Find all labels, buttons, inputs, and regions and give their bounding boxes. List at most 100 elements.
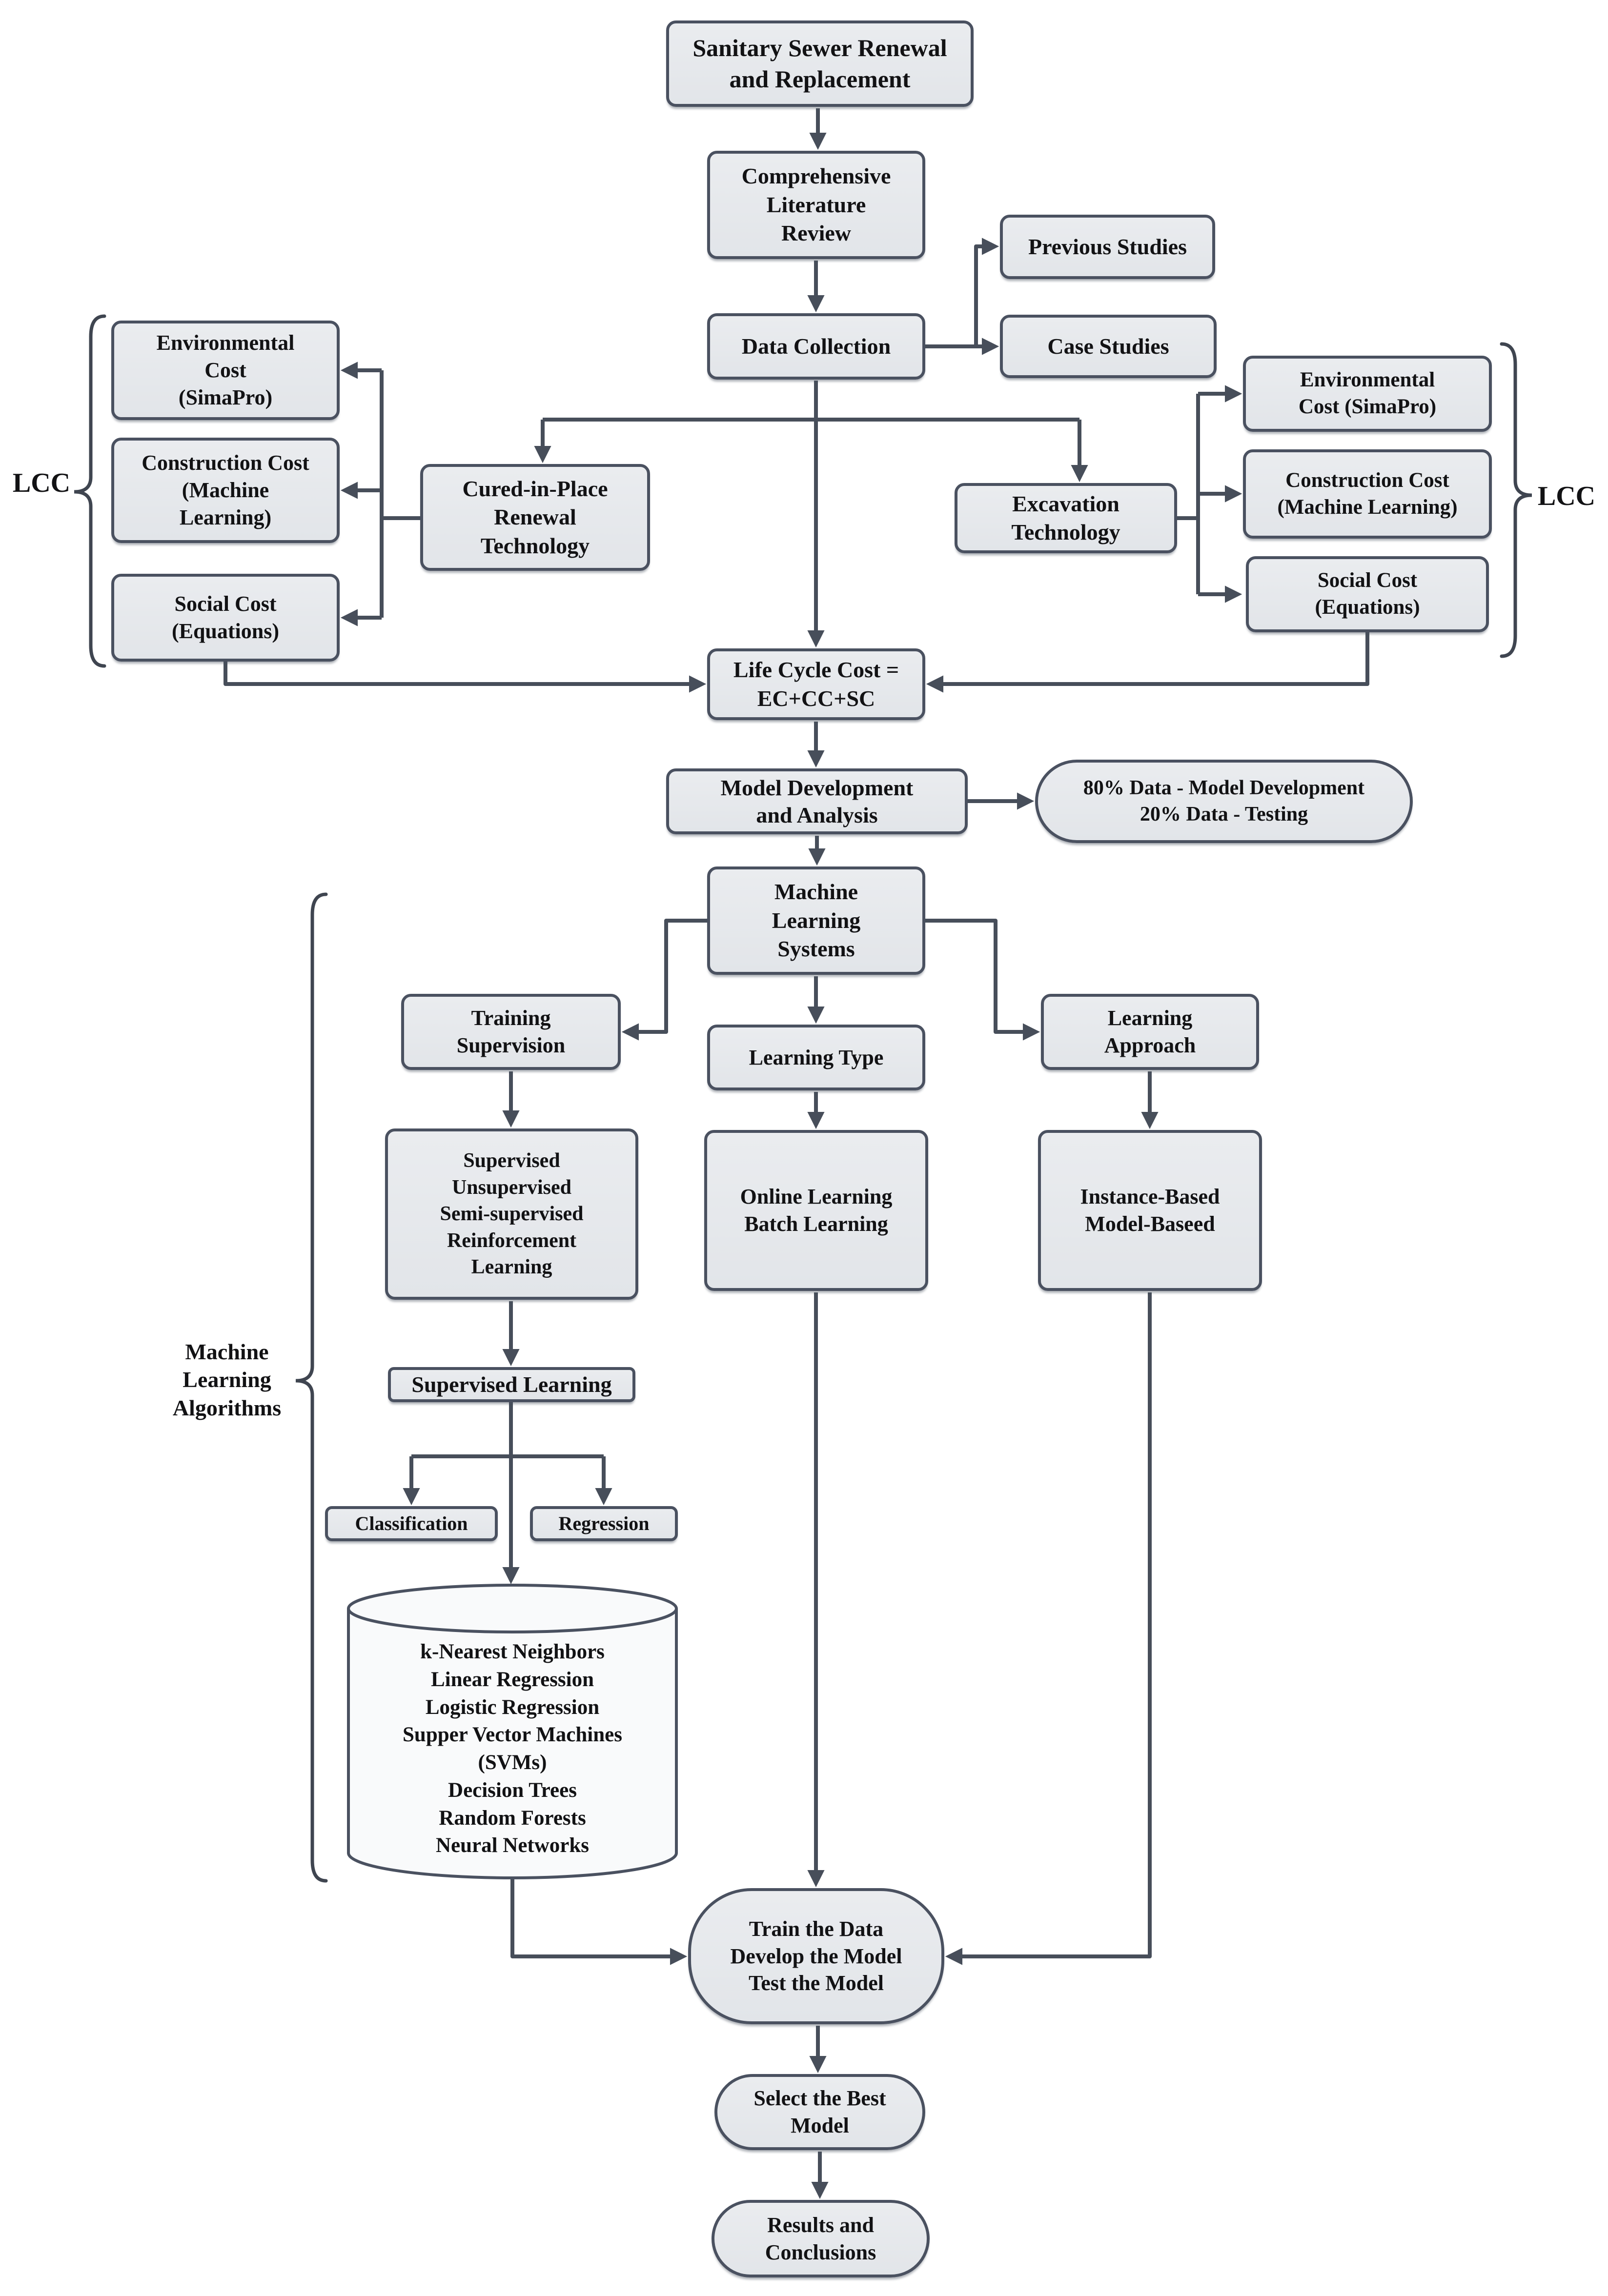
arrow-socialleft-to-lcc bbox=[224, 662, 707, 693]
node-algorithms-cylinder-text: k-Nearest Neighbors Linear Regression Lo… bbox=[348, 1634, 676, 1864]
node-line: Cost bbox=[204, 358, 246, 383]
node-line: (Equations) bbox=[171, 619, 280, 643]
node-line: Select the Best bbox=[753, 2086, 886, 2111]
node-line: Learning bbox=[772, 907, 861, 933]
cylinder-top bbox=[347, 1584, 678, 1633]
node-supervision-types: Supervised Unsupervised Semi-supervised … bbox=[385, 1128, 638, 1300]
node-environmental-cost-right: Environmental Cost (SimaPro) bbox=[1243, 356, 1492, 432]
node-instance-model-based: Instance-Based Model-Baseed bbox=[1038, 1130, 1262, 1291]
node-line: Results and bbox=[767, 2213, 874, 2237]
label-text: Algorithms bbox=[172, 1395, 282, 1420]
node-line: Supervised Learning bbox=[411, 1372, 612, 1397]
node-line: Model bbox=[791, 2114, 849, 2137]
node-life-cycle-cost: Life Cycle Cost = EC+CC+SC bbox=[707, 648, 925, 720]
node-line: Model-Baseed bbox=[1085, 1212, 1215, 1236]
node-line: (Machine bbox=[182, 478, 269, 503]
node-line: Reinforcement bbox=[447, 1229, 577, 1252]
node-line: Learning bbox=[471, 1256, 552, 1279]
node-line: 20% Data - Testing bbox=[1140, 803, 1308, 826]
node-line: Data Collection bbox=[741, 333, 891, 359]
label-ml-algorithms: Machine Learning Algorithms bbox=[146, 1336, 307, 1424]
node-data-split: 80% Data - Model Development 20% Data - … bbox=[1035, 760, 1413, 843]
node-data-collection: Data Collection bbox=[707, 313, 925, 380]
node-line: Environmental bbox=[1300, 368, 1435, 392]
node-social-cost-right: Social Cost (Equations) bbox=[1246, 556, 1489, 632]
braces bbox=[74, 314, 1532, 1883]
node-line: Model Development bbox=[720, 775, 914, 801]
node-line: Training bbox=[471, 1006, 551, 1030]
node-line: Semi-supervised bbox=[440, 1203, 584, 1226]
node-line: Social Cost bbox=[174, 592, 277, 616]
node-line: Environmental bbox=[156, 331, 295, 355]
node-line: Comprehensive bbox=[741, 163, 891, 189]
label-text: Learning bbox=[183, 1367, 271, 1392]
node-literature-review: Comprehensive Literature Review bbox=[707, 151, 925, 259]
arrow-socialright-to-lcc bbox=[926, 632, 1369, 693]
node-line: Learning Type bbox=[749, 1045, 884, 1069]
node-line: Test the Model bbox=[748, 1971, 884, 1995]
node-online-batch-learning: Online Learning Batch Learning bbox=[704, 1130, 928, 1291]
node-sanitary-sewer-renewal: Sanitary Sewer Renewal and Replacement bbox=[666, 20, 974, 107]
node-line: Review bbox=[781, 221, 852, 246]
node-supervised-learning: Supervised Learning bbox=[388, 1367, 635, 1402]
arrow-mlsystems-to-trainingsupervision bbox=[621, 919, 707, 1041]
arrow-cylinder-to-trainoval bbox=[510, 1879, 688, 1965]
node-line: Unsupervised bbox=[451, 1176, 572, 1199]
node-results-conclusions: Results and Conclusions bbox=[712, 2200, 930, 2277]
label-text: Machine bbox=[185, 1339, 269, 1364]
node-line: 80% Data - Model Development bbox=[1083, 777, 1365, 800]
node-line: (SimaPro) bbox=[178, 385, 273, 409]
node-line: Online Learning bbox=[740, 1185, 893, 1209]
node-ml-systems: Machine Learning Systems bbox=[707, 866, 925, 975]
cylinder-line: Random Forests bbox=[439, 1806, 586, 1830]
node-line: (Machine Learning) bbox=[1277, 495, 1458, 519]
node-line: Approach bbox=[1104, 1033, 1196, 1057]
node-line: Classification bbox=[355, 1512, 468, 1534]
node-case-studies: Case Studies bbox=[1000, 315, 1217, 378]
node-line: Learning bbox=[1107, 1006, 1193, 1030]
node-line: Renewal bbox=[494, 504, 576, 530]
node-line: and Replacement bbox=[729, 65, 911, 93]
node-model-development: Model Development and Analysis bbox=[666, 768, 968, 834]
label-text: LCC bbox=[12, 468, 71, 498]
node-select-best-model: Select the Best Model bbox=[714, 2074, 925, 2150]
node-line: Develop the Model bbox=[730, 1944, 902, 1968]
node-construction-cost-left: Construction Cost (Machine Learning) bbox=[111, 438, 340, 543]
node-line: Conclusions bbox=[765, 2240, 876, 2264]
node-line: Supervision bbox=[456, 1033, 566, 1057]
label-lcc-right: LCC bbox=[1532, 481, 1601, 512]
node-line: Social Cost bbox=[1317, 569, 1418, 592]
cylinder-line: (SVMs) bbox=[478, 1751, 547, 1774]
node-line: Systems bbox=[777, 936, 855, 962]
node-line: EC+CC+SC bbox=[757, 685, 875, 711]
node-line: Supervised bbox=[463, 1149, 560, 1172]
node-line: Case Studies bbox=[1047, 333, 1169, 359]
node-line: Instance-Based bbox=[1080, 1185, 1220, 1209]
cylinder-line: Logistic Regression bbox=[425, 1695, 600, 1719]
node-line: Technology bbox=[480, 533, 590, 558]
node-environmental-cost-left: Environmental Cost (SimaPro) bbox=[111, 321, 340, 420]
brace-lcc-right bbox=[1500, 342, 1532, 658]
node-cured-in-place: Cured-in-Place Renewal Technology bbox=[420, 464, 650, 571]
node-previous-studies: Previous Studies bbox=[1000, 215, 1215, 279]
arrow-instancemodel-to-trainoval bbox=[945, 1292, 1152, 1965]
node-line: Machine bbox=[774, 879, 858, 905]
node-train-develop-test: Train the Data Develop the Model Test th… bbox=[688, 1888, 944, 2024]
node-construction-cost-right: Construction Cost (Machine Learning) bbox=[1243, 449, 1492, 539]
node-learning-approach: Learning Approach bbox=[1041, 994, 1259, 1070]
node-training-supervision: Training Supervision bbox=[401, 994, 621, 1070]
cylinder-line: Supper Vector Machines bbox=[403, 1723, 622, 1747]
node-line: Technology bbox=[1011, 520, 1120, 544]
cylinder-line: Linear Regression bbox=[430, 1668, 594, 1691]
algorithms-cylinder-shape bbox=[347, 1584, 678, 1879]
node-line: Cost (SimaPro) bbox=[1298, 395, 1437, 418]
node-line: Learning) bbox=[179, 505, 272, 529]
node-regression: Regression bbox=[530, 1506, 678, 1541]
cylinder-line: Neural Networks bbox=[435, 1834, 590, 1857]
label-text: LCC bbox=[1537, 481, 1596, 511]
node-line: Cured-in-Place bbox=[462, 476, 608, 501]
arrow-mlsystems-to-learningapproach bbox=[925, 919, 1040, 1041]
node-line: Train the Data bbox=[749, 1916, 884, 1941]
